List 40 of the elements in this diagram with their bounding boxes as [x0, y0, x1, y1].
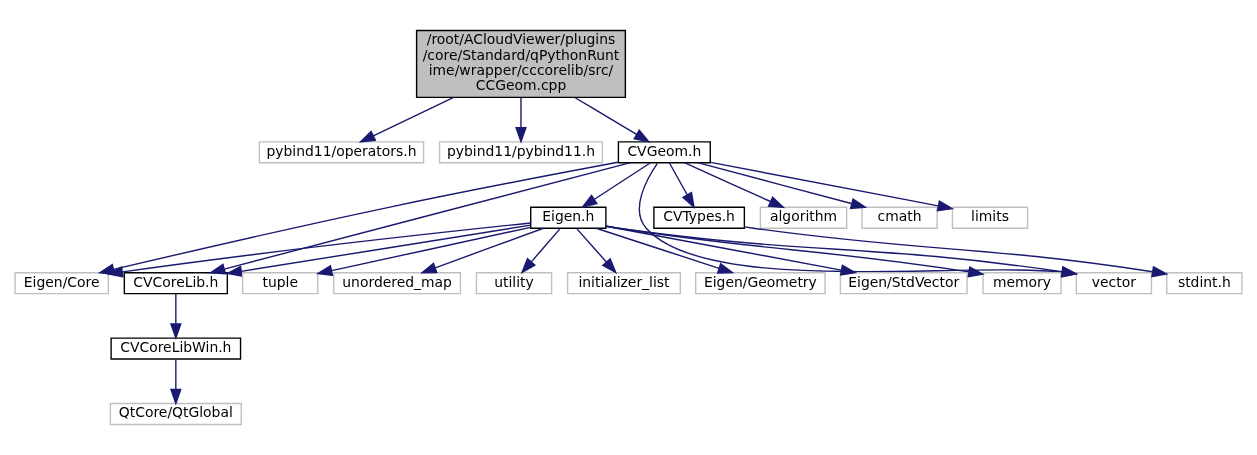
arrow	[668, 162, 695, 209]
arrow	[208, 162, 631, 275]
node-box: stdint.h	[1166, 272, 1243, 295]
node-box: unordered_map	[333, 272, 462, 295]
node-box: limits	[951, 206, 1029, 229]
arrow	[697, 162, 868, 210]
arrow	[709, 161, 955, 212]
arrow	[420, 227, 545, 274]
arrow	[170, 358, 182, 406]
arrow	[575, 227, 618, 275]
node-box: Eigen/Core	[14, 272, 110, 295]
arrow	[580, 162, 651, 209]
node-box: initializer_list	[566, 272, 682, 295]
node-box: pybind11/pybind11.h	[438, 141, 604, 164]
node-box: Eigen/StdVector	[839, 272, 968, 295]
node-box: Eigen.h	[530, 206, 607, 229]
node-box: CVCoreLib.h	[123, 272, 229, 295]
node-box: /root/ACloudViewer/plugins/core/Standard/qPythonRuntime/wrapper/cccorelib/src/CCGeom.cpp	[415, 29, 627, 99]
node-box: CVTypes.h	[653, 206, 746, 229]
arrow	[358, 96, 455, 143]
node-box: Eigen/Geometry	[694, 272, 826, 295]
node-box: CVGeom.h	[617, 141, 711, 164]
arrow	[170, 293, 182, 340]
node-box: memory	[982, 272, 1062, 295]
node-box: utility	[475, 272, 553, 295]
node-box: cmath	[861, 206, 938, 229]
arrow	[574, 96, 651, 143]
arrow	[106, 222, 532, 278]
arrow	[315, 226, 532, 277]
node-box: pybind11/operators.h	[258, 141, 425, 164]
arrow	[225, 224, 532, 277]
node-box: vector	[1075, 272, 1153, 295]
arrow	[595, 227, 735, 274]
node-box: QtCore/QtGlobal	[109, 402, 242, 426]
arrow	[520, 227, 561, 275]
arrow	[515, 97, 527, 144]
node-box: tuple	[241, 272, 319, 295]
node-box: CVCoreLibWin.h	[110, 337, 242, 360]
arrow	[684, 162, 786, 209]
node-box: algorithm	[759, 206, 848, 229]
